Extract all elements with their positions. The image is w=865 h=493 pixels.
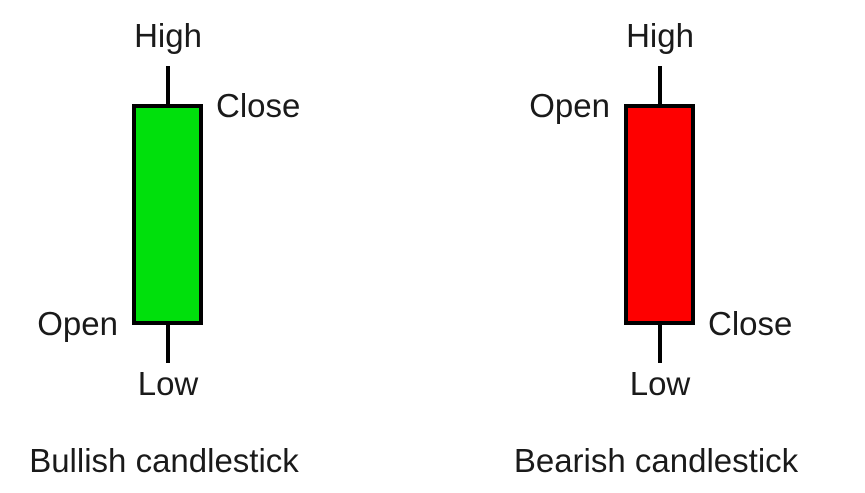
open-label: Open <box>37 304 118 342</box>
high-label: High <box>134 17 202 54</box>
low-label: Low <box>137 365 199 402</box>
lower-wick <box>658 325 662 363</box>
bullish-candle-body <box>132 104 203 325</box>
bearish-caption: Bearish candlestick <box>513 442 799 479</box>
bearish-candle-body <box>624 104 695 325</box>
high-label: High <box>626 17 694 54</box>
upper-wick <box>658 66 662 104</box>
open-label: Open <box>529 86 610 124</box>
low-label: Low <box>629 365 691 402</box>
bullish-caption: Bullish candlestick <box>29 442 299 479</box>
bullish-candlestick-figure: High Close Open Low Bullish candlestick <box>29 17 301 479</box>
bearish-candlestick-figure: High Open Close Low Bearish candlestick <box>492 0 865 493</box>
close-label: Close <box>708 304 793 342</box>
upper-wick <box>166 66 170 104</box>
close-label: Close <box>216 86 301 124</box>
lower-wick <box>166 325 170 363</box>
